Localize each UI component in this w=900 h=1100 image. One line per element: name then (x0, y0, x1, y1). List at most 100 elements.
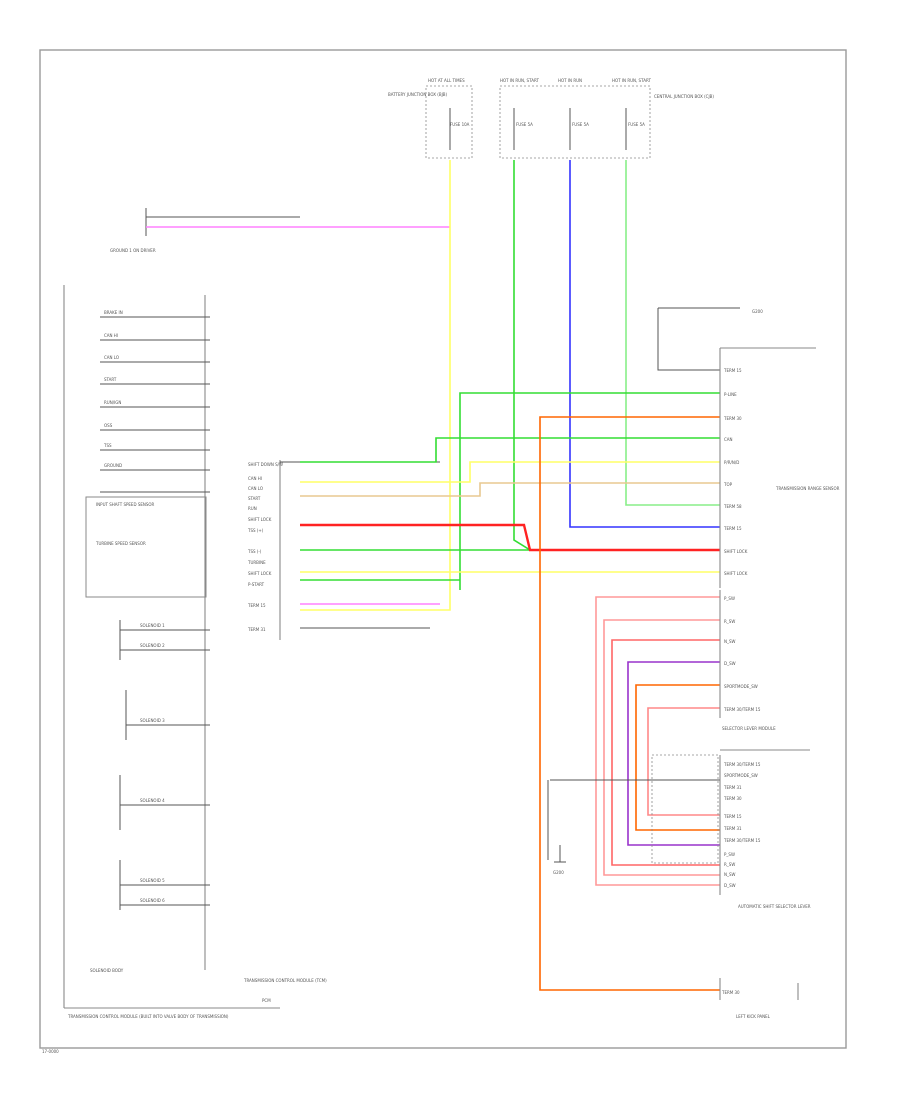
tcm-left-module: INPUT SHAFT SPEED SENSOR TURBINE SPEED S… (63, 285, 327, 1019)
svg-text:SHIFT LOCK: SHIFT LOCK (724, 549, 748, 554)
svg-text:P/R/N/D: P/R/N/D (724, 460, 739, 465)
tr-power-feed (300, 307, 740, 860)
svg-text:TERM 15: TERM 15 (723, 814, 742, 819)
svg-text:SOLENOID 1: SOLENOID 1 (140, 623, 165, 628)
svg-text:TSS (+): TSS (+) (247, 528, 264, 533)
solenoid-circuits (119, 620, 210, 910)
svg-text:HOT IN RUN, START: HOT IN RUN, START (612, 78, 651, 83)
svg-text:SPORTMODE_SW: SPORTMODE_SW (724, 684, 758, 689)
svg-text:TERM 15: TERM 15 (723, 526, 742, 531)
fuse-box-left: HOT AT ALL TIMES BATTERY JUNCTION BOX (B… (388, 78, 473, 159)
svg-text:R_SW: R_SW (724, 862, 735, 867)
svg-text:TSS: TSS (103, 443, 112, 448)
svg-text:TERM 15: TERM 15 (247, 603, 266, 608)
svg-text:TERM 31: TERM 31 (247, 627, 266, 632)
svg-text:SHIFT DOWN S/W: SHIFT DOWN S/W (248, 462, 283, 467)
svg-text:SHIFT LOCK: SHIFT LOCK (248, 517, 272, 522)
svg-text:G200: G200 (752, 309, 763, 314)
svg-text:SOLENOID 5: SOLENOID 5 (140, 878, 165, 883)
svg-text:HOT IN RUN, START: HOT IN RUN, START (500, 78, 539, 83)
ground-symbol: G200 (553, 845, 566, 875)
svg-text:FUSE 5A: FUSE 5A (516, 122, 533, 127)
svg-text:SOLENOID 2: SOLENOID 2 (140, 643, 165, 648)
svg-text:TERM 30: TERM 30 (723, 796, 742, 801)
svg-text:CENTRAL JUNCTION BOX (CJB): CENTRAL JUNCTION BOX (CJB) (654, 94, 714, 99)
svg-text:INPUT SHAFT SPEED SENSOR: INPUT SHAFT SPEED SENSOR (96, 502, 155, 507)
svg-text:TOP: TOP (723, 482, 733, 487)
svg-text:TERM 15: TERM 15 (723, 368, 742, 373)
svg-text:SOLENOID 6: SOLENOID 6 (140, 898, 165, 903)
svg-text:P_SW: P_SW (724, 596, 735, 601)
svg-text:CAN: CAN (724, 437, 733, 442)
svg-text:CAN LO: CAN LO (248, 486, 263, 491)
svg-text:HOT IN RUN: HOT IN RUN (558, 78, 582, 83)
svg-text:N_SW: N_SW (724, 872, 736, 877)
svg-text:PCM: PCM (262, 998, 271, 1003)
svg-text:TRANSMISSION RANGE SENSOR: TRANSMISSION RANGE SENSOR (775, 486, 840, 491)
svg-text:FUSE 10A: FUSE 10A (450, 122, 470, 127)
lower-selector-labels: TERM 30/TERM 15 SPORTMODE_SW TERM 31 TER… (723, 762, 761, 888)
svg-text:SOLENOID BODY: SOLENOID BODY (90, 968, 124, 973)
svg-text:AUTOMATIC SHIFT SELECTOR LEVER: AUTOMATIC SHIFT SELECTOR LEVER (738, 904, 811, 909)
fuse-box-center: HOT IN RUN, START HOT IN RUN HOT IN RUN,… (499, 78, 714, 159)
svg-text:SPORTMODE_SW: SPORTMODE_SW (724, 773, 758, 778)
svg-text:TURBINE: TURBINE (247, 560, 266, 565)
selector-lever-module: SELECTOR LEVER MODULE (719, 590, 776, 731)
svg-text:TERM 30/TERM 15: TERM 30/TERM 15 (723, 838, 761, 843)
svg-text:TERM 30/TERM 15: TERM 30/TERM 15 (723, 707, 761, 712)
svg-text:SOLENOID 4: SOLENOID 4 (140, 798, 165, 803)
svg-text:N_SW: N_SW (724, 639, 736, 644)
svg-text:FUSE 5A: FUSE 5A (628, 122, 645, 127)
data-link-connector: GROUND 1 ON DRIVER (110, 208, 450, 253)
left-pin-labels: BRAKE IN CAN HI CAN LO START RUN/IGN OSS… (103, 310, 123, 468)
solenoid-labels: SOLENOID 1 SOLENOID 2 SOLENOID 3 SOLENOI… (140, 623, 165, 903)
svg-text:BATTERY JUNCTION BOX (BJB): BATTERY JUNCTION BOX (BJB) (388, 92, 447, 97)
svg-text:TRANSMISSION CONTROL MODULE (B: TRANSMISSION CONTROL MODULE (BUILT INTO … (67, 1014, 229, 1019)
svg-text:RUN: RUN (248, 506, 257, 511)
fuse-symbols (449, 108, 627, 150)
svg-text:TERM 30: TERM 30 (721, 990, 740, 995)
svg-text:D_SW: D_SW (724, 883, 736, 888)
svg-text:OSS: OSS (104, 423, 113, 428)
selector-lever-lower: AUTOMATIC SHIFT SELECTOR LEVER (651, 749, 811, 909)
svg-text:GROUND: GROUND (104, 463, 122, 468)
svg-text:START: START (248, 496, 261, 501)
svg-text:P_SW: P_SW (724, 852, 735, 857)
svg-text:SELECTOR LEVER MODULE: SELECTOR LEVER MODULE (722, 726, 776, 731)
svg-text:BRAKE IN: BRAKE IN (104, 310, 123, 315)
transmission-range-sensor: TRANSMISSION RANGE SENSOR (719, 347, 840, 588)
svg-text:TERM 30: TERM 30 (723, 416, 742, 421)
svg-text:D_SW: D_SW (724, 661, 736, 666)
svg-text:SOLENOID 3: SOLENOID 3 (140, 718, 165, 723)
page-code: 17-0000 (42, 1049, 59, 1054)
wires (300, 160, 720, 991)
svg-text:TERM 30/TERM 15: TERM 30/TERM 15 (723, 762, 761, 767)
svg-text:LEFT KICK PANEL: LEFT KICK PANEL (736, 1014, 771, 1019)
svg-text:P-LINE: P-LINE (724, 392, 737, 397)
svg-text:TURBINE SPEED SENSOR: TURBINE SPEED SENSOR (95, 541, 146, 546)
svg-text:TSS (-): TSS (-) (247, 549, 262, 554)
diagram-frame (39, 49, 847, 1049)
svg-text:R_SW: R_SW (724, 619, 735, 624)
svg-text:TERM 31: TERM 31 (723, 826, 742, 831)
svg-text:CAN HI: CAN HI (248, 476, 262, 481)
selector-labels: P_SW R_SW N_SW D_SW SPORTMODE_SW TERM 30… (723, 596, 761, 712)
shift-lock-actuator: TERM 30 LEFT KICK PANEL (719, 978, 799, 1019)
svg-text:TERM 31: TERM 31 (723, 785, 742, 790)
svg-text:HOT AT ALL TIMES: HOT AT ALL TIMES (428, 78, 465, 83)
tcm-pin-labels: SHIFT DOWN S/W CAN HI CAN LO START RUN S… (247, 462, 283, 632)
svg-text:CAN HI: CAN HI (104, 333, 118, 338)
tr-labels: TERM 15 P-LINE TERM 30 CAN P/R/N/D TOP T… (723, 368, 748, 576)
svg-text:TERM 58: TERM 58 (723, 504, 742, 509)
svg-text:GROUND 1 ON DRIVER: GROUND 1 ON DRIVER (110, 248, 156, 253)
svg-text:START: START (104, 377, 117, 382)
svg-text:FUSE 5A: FUSE 5A (572, 122, 589, 127)
left-stubs (100, 316, 210, 493)
svg-text:SHIFT LOCK: SHIFT LOCK (724, 571, 748, 576)
svg-text:G200: G200 (553, 870, 564, 875)
svg-text:CAN LO: CAN LO (104, 355, 119, 360)
ground-symbol-2: G200 (752, 309, 763, 314)
svg-text:TRANSMISSION CONTROL MODULE (T: TRANSMISSION CONTROL MODULE (TCM) (243, 978, 327, 983)
svg-text:P-START: P-START (248, 582, 265, 587)
